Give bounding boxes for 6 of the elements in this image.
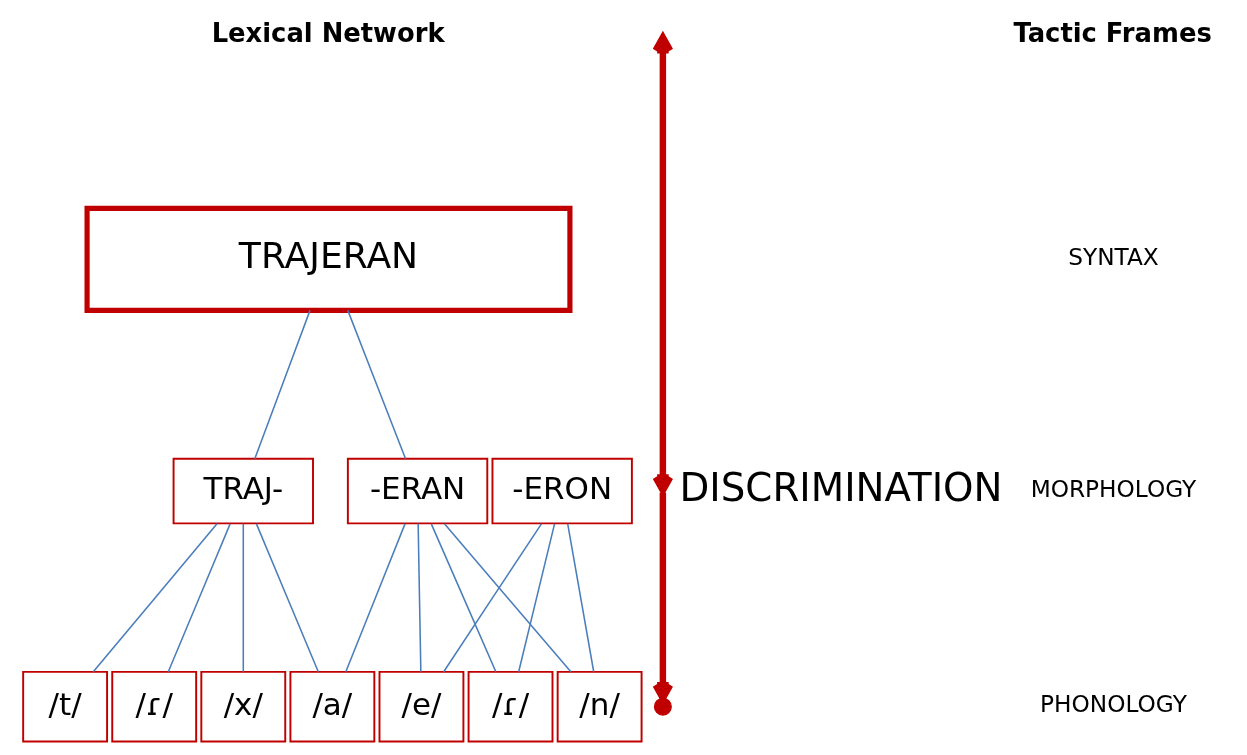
label: DISCRIMINATION [679, 464, 1003, 510]
label: Lexical Network [211, 17, 445, 48]
label: SYNTAX [1068, 243, 1159, 271]
label: PHONOLOGY [1040, 690, 1187, 718]
label: MORPHOLOGY [1030, 474, 1197, 502]
label: Tactic Frames [1013, 17, 1212, 48]
